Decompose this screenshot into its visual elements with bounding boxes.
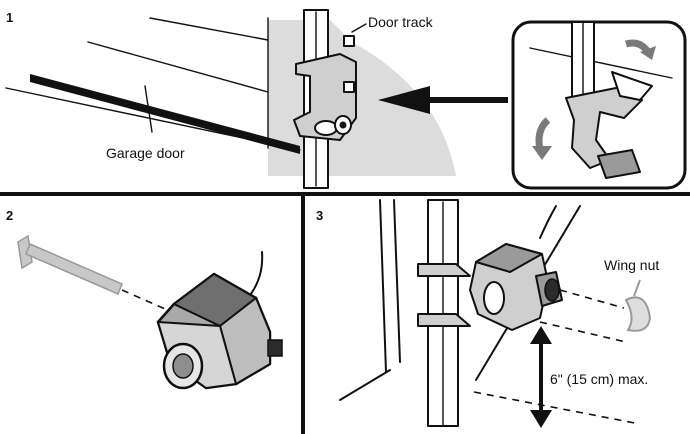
max-height-dimension <box>530 326 552 428</box>
step-2-number: 2 <box>6 208 13 223</box>
bracket-detail-inset <box>511 20 687 190</box>
door-track-illustration <box>339 199 581 427</box>
door-track-illustration <box>293 9 357 189</box>
panel-step-2: 2 <box>6 208 283 390</box>
wing-nut-label: Wing nut <box>604 257 659 273</box>
dimension-arrow-down-icon <box>530 410 552 428</box>
mounting-bolt-illustration <box>17 234 123 295</box>
rotate-arrow-icon <box>532 146 552 160</box>
garage-door-illustration <box>5 17 456 176</box>
sensor-unit-illustration <box>469 205 563 331</box>
wing-nut-illustration <box>624 279 652 332</box>
sensor-unit-illustration <box>156 251 283 390</box>
panel-step-3: 3 Wing nut <box>316 199 659 428</box>
step-1-number: 1 <box>6 10 13 25</box>
dimension-arrow-up-icon <box>530 326 552 344</box>
step-3-number: 3 <box>316 208 323 223</box>
max-height-label: 6" (15 cm) max. <box>550 371 648 387</box>
rotate-arrow-icon <box>640 46 656 60</box>
panel-step-1: 1 Door track Garage door <box>5 9 687 190</box>
door-track-label: Door track <box>368 14 434 30</box>
garage-door-label: Garage door <box>106 145 185 161</box>
direction-arrow-icon <box>378 86 430 114</box>
